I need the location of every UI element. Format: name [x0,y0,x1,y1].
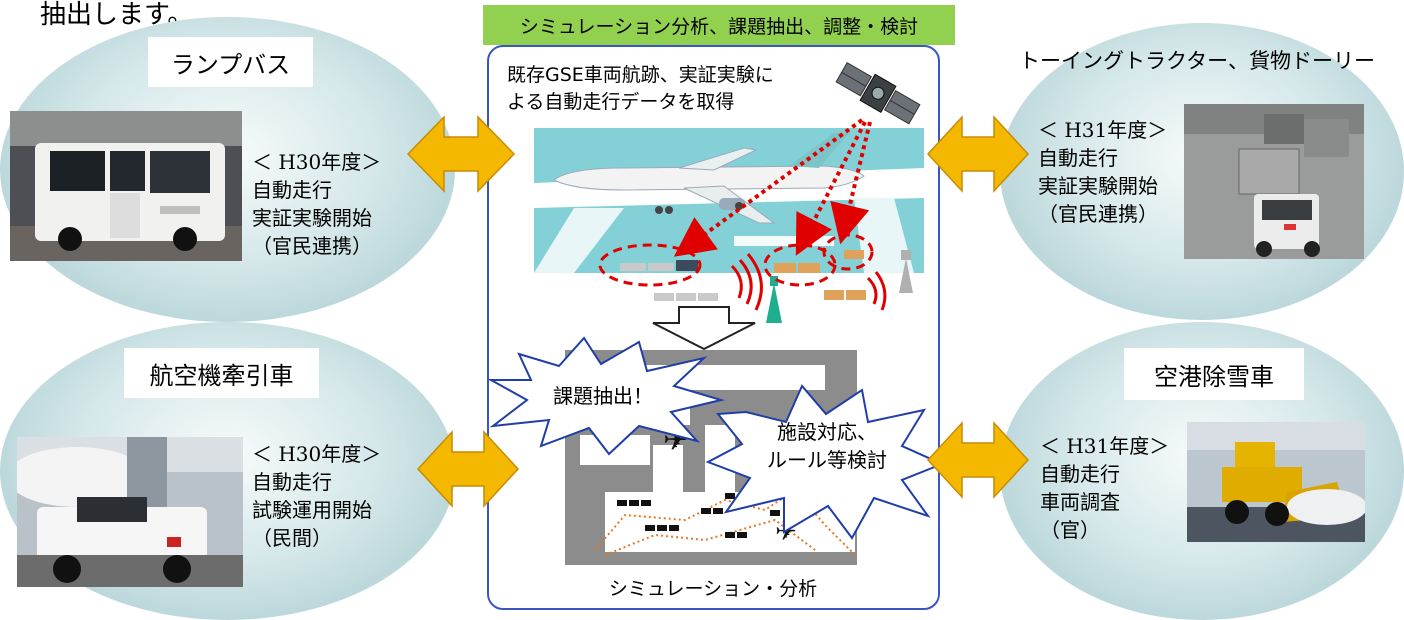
down-arrow [652,306,756,351]
towing-tractor-info: ＜ H31年度＞ 自動走行 実証実験開始 （官民連携） [1038,116,1167,228]
towing-tractor-title: トーイングトラクター、貨物ドーリー [1019,49,1375,73]
simulation-banner: シミュレーション分析、課題抽出、調整・検討 [483,5,955,45]
measures-burst-text: 施設対応、 ルール等検討 [752,418,902,474]
snow-plow-line2: 車両調査 [1040,490,1120,514]
simulation-caption: シミュレーション・分析 [608,578,818,600]
ramp-bus-title: ランプバス [148,37,313,87]
aircraft-tug-line2: 試験運用開始 [252,498,372,522]
data-acquisition-line2: よる自動走行データを取得 [507,91,735,113]
ramp-bus-info: ＜ H30年度＞ 自動走行 実証実験開始 （官民連携） [252,148,381,260]
snow-plow-line3: （官） [1040,518,1100,542]
snow-plow-line1: 自動走行 [1040,462,1120,486]
double-arrow-towing-tractor [926,115,1030,193]
double-arrow-ramp-bus [406,115,516,193]
ramp-bus-year: ＜ H30年度＞ [252,150,382,174]
towing-tractor-line2: 実証実験開始 [1038,174,1158,198]
gps-tracking-overlay [598,118,874,287]
ramp-bus-line1: 自動走行 [252,178,332,202]
ramp-bus-photo [10,111,242,261]
snow-plow-photo [1187,422,1365,542]
snow-plow-info: ＜ H31年度＞ 自動走行 車両調査 （官） [1040,432,1169,544]
snow-plow-title: 空港除雪車 [1124,348,1304,400]
aircraft-tug-year: ＜ H30年度＞ [252,442,382,466]
issue-burst [487,336,725,456]
data-acquisition-text: 既存GSE車両航跡、実証実験に よる自動走行データを取得 [507,62,774,116]
aircraft-tug-line3: （民間） [252,526,332,550]
ramp-bus-line3: （官民連携） [252,234,372,258]
ramp-bus-line2: 実証実験開始 [252,206,372,230]
satellite-icon [835,62,921,125]
measures-burst-line1: 施設対応、 [777,420,877,444]
towing-tractor-photo [1184,104,1364,259]
double-arrow-snow-plow [926,421,1030,499]
towing-tractor-line1: 自動走行 [1038,146,1118,170]
towing-tractor-year: ＜ H31年度＞ [1038,118,1168,142]
measures-burst [705,384,945,540]
snow-plow-year: ＜ H31年度＞ [1040,434,1170,458]
data-acquisition-line1: 既存GSE車両航跡、実証実験に [507,64,774,86]
airport-illustration [534,128,924,323]
double-arrow-aircraft-tug [416,430,520,508]
aircraft-tug-line1: 自動走行 [252,470,332,494]
aircraft-tug-photo [17,437,243,587]
measures-burst-line2: ルール等検討 [767,448,887,472]
towing-tractor-line3: （官民連携） [1038,202,1158,226]
aircraft-tug-info: ＜ H30年度＞ 自動走行 試験運用開始 （民間） [252,440,381,552]
issue-burst-text: 課題抽出！ [553,384,653,408]
aircraft-tug-title: 航空機牽引車 [124,348,319,398]
